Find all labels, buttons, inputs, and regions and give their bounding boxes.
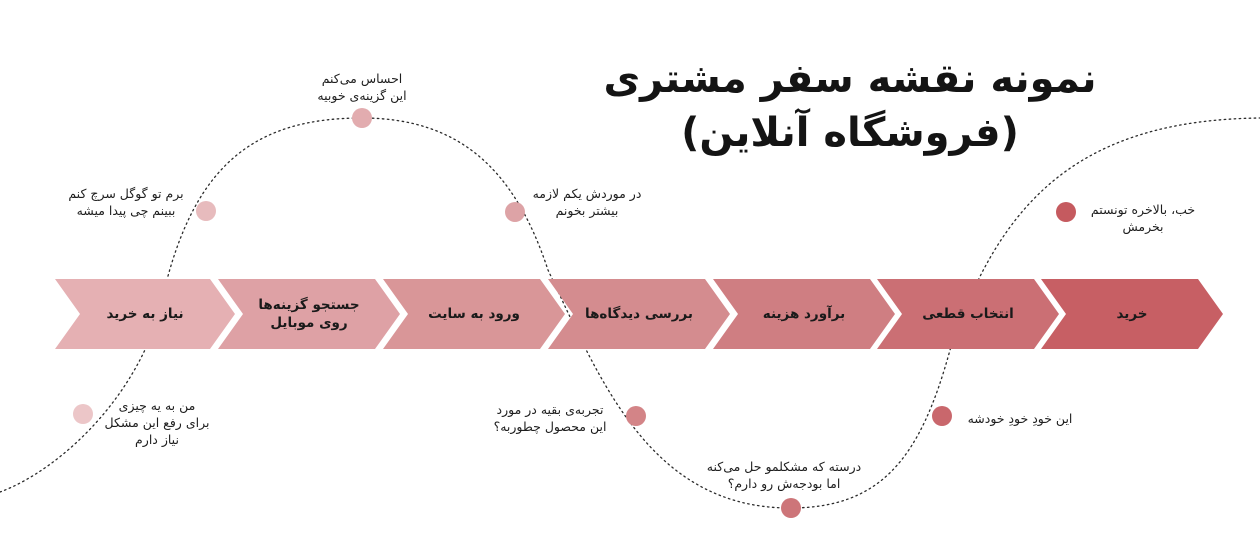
- stage-label: خرید: [1116, 306, 1148, 322]
- stage-label: انتخاب قطعی: [922, 306, 1014, 322]
- stage-arrow-shape: [383, 279, 565, 349]
- note-self: این خودِ خودِ خودشه: [967, 411, 1073, 426]
- note-need: من به یه چیزی برای رفع این مشکل نیاز دار…: [104, 398, 210, 447]
- stage-arrow-shape: [877, 279, 1059, 349]
- stage-search: جستجو گزینه‌ها روی موبایل: [218, 279, 400, 349]
- stage-label: نیاز به خرید: [106, 306, 184, 322]
- stage-need: نیاز به خرید: [55, 279, 235, 349]
- stage-arrow-shape: [218, 279, 400, 349]
- page-title: نمونه نقشه سفر مشتری (فروشگاه آنلاین): [600, 52, 1100, 160]
- marker-google: [196, 201, 216, 221]
- note-reviews: تجربه‌ی بقیه در مورد این محصول چطوربه؟: [493, 402, 607, 434]
- stage-final-choice: انتخاب قطعی: [877, 279, 1059, 349]
- stage-cost: برآورد هزینه: [713, 279, 895, 349]
- marker-self: [932, 406, 952, 426]
- note-more: در موردش یکم لازمه بیشتر بخونم: [532, 186, 642, 218]
- marker-need: [73, 404, 93, 424]
- stage-arrow-shape: [55, 279, 235, 349]
- stage-label: بررسی دیدگاه‌ها: [585, 306, 693, 322]
- stage-purchase: خرید: [1041, 279, 1223, 349]
- note-budget: درسته که مشکلمو حل می‌کنه اما بودجه‌ش رو…: [706, 459, 862, 491]
- stage-enter-site: ورود به سایت: [383, 279, 565, 349]
- stage-arrow-shape: [548, 279, 730, 349]
- marker-options: [352, 108, 372, 128]
- note-google: برم تو گوگل سرچ کنم ببینم چی پیدا میشه: [68, 186, 184, 218]
- stage-arrow-shape: [1041, 279, 1223, 349]
- marker-budget: [781, 498, 801, 518]
- stage-label: برآورد هزینه: [762, 306, 846, 322]
- stage-arrow-shape: [713, 279, 895, 349]
- marker-more: [505, 202, 525, 222]
- note-options: احساس می‌کنم این گزینه‌ی خوبیه: [317, 71, 407, 103]
- note-bought: خب، بالاخره تونستم بخرمش: [1090, 202, 1196, 234]
- title-line-2: (فروشگاه آنلاین): [681, 110, 1019, 156]
- stage-reviews: بررسی دیدگاه‌ها: [548, 279, 730, 349]
- title-line-1: نمونه نقشه سفر مشتری: [603, 56, 1097, 102]
- stage-label: جستجو گزینه‌ها روی موبایل: [258, 297, 360, 331]
- marker-reviews: [626, 406, 646, 426]
- stage-label: ورود به سایت: [428, 306, 520, 322]
- marker-bought: [1056, 202, 1076, 222]
- journey-path: [0, 117, 1260, 509]
